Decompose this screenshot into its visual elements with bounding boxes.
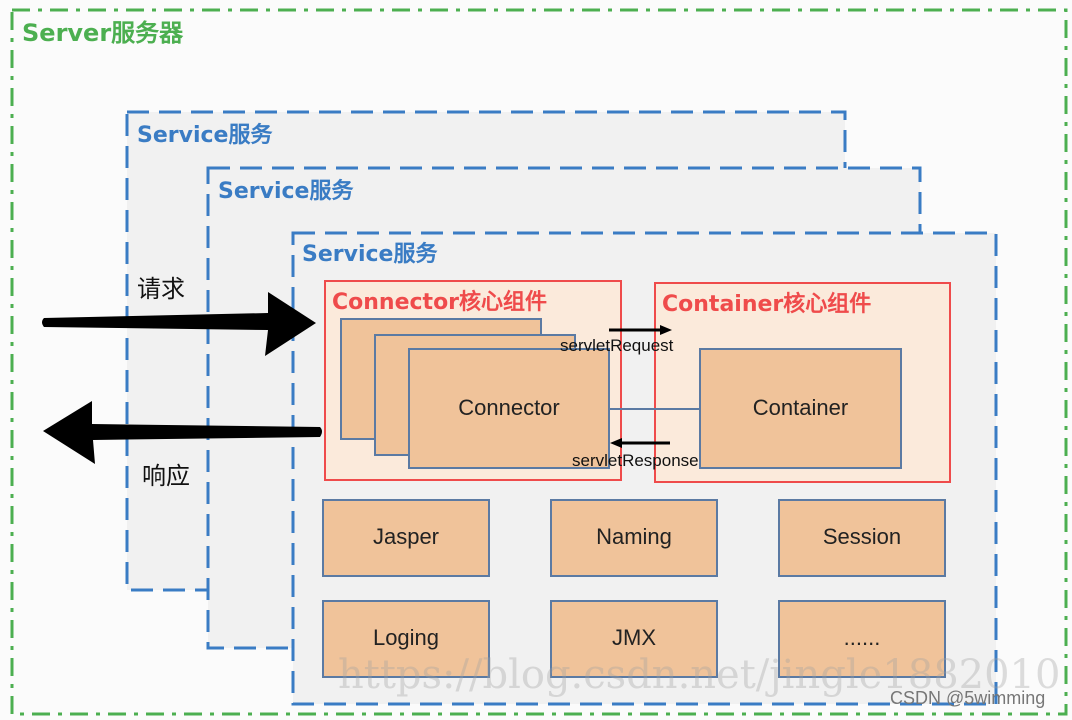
component-box <box>550 600 718 678</box>
component-label: JMX <box>612 625 656 650</box>
server-boundary <box>10 8 1068 716</box>
component-label: ...... <box>843 625 881 650</box>
connector-stack-box-3 <box>408 348 610 469</box>
servlet-response-label: servletResponse <box>572 451 699 470</box>
component-box <box>778 499 946 577</box>
watermark: https://blog.csdn.net/jingle1882010 <box>338 652 1061 698</box>
response-label: 响应 <box>142 462 190 490</box>
request-arrow <box>42 292 316 356</box>
connector-label: Connector <box>458 395 560 420</box>
service-title-3: Service服务 <box>302 242 438 267</box>
connector-group-title: Connector核心组件 <box>332 290 548 315</box>
servlet-request-arrowhead <box>660 325 672 335</box>
component-label: Session <box>822 524 902 549</box>
component-label: Loging <box>372 625 440 650</box>
component-box <box>322 600 490 678</box>
response-arrow <box>43 401 322 464</box>
components-grid <box>322 499 946 678</box>
container-label: Container <box>752 395 849 420</box>
container-group-title: Container核心组件 <box>662 292 872 317</box>
component-box <box>322 499 490 577</box>
request-label: 请求 <box>137 275 185 303</box>
credit: CSDN @5wimming <box>890 688 1046 708</box>
servlet-response-arrowhead <box>610 438 622 448</box>
component-label: Naming <box>596 524 672 549</box>
component-label: Jasper <box>372 524 440 549</box>
service-title-2: Service服务 <box>218 179 354 204</box>
component-box <box>550 499 718 577</box>
servlet-request-label: servletRequest <box>560 336 674 355</box>
component-box <box>778 600 946 678</box>
server-title: Server服务器 <box>22 19 184 47</box>
service-title-1: Service服务 <box>137 123 273 148</box>
